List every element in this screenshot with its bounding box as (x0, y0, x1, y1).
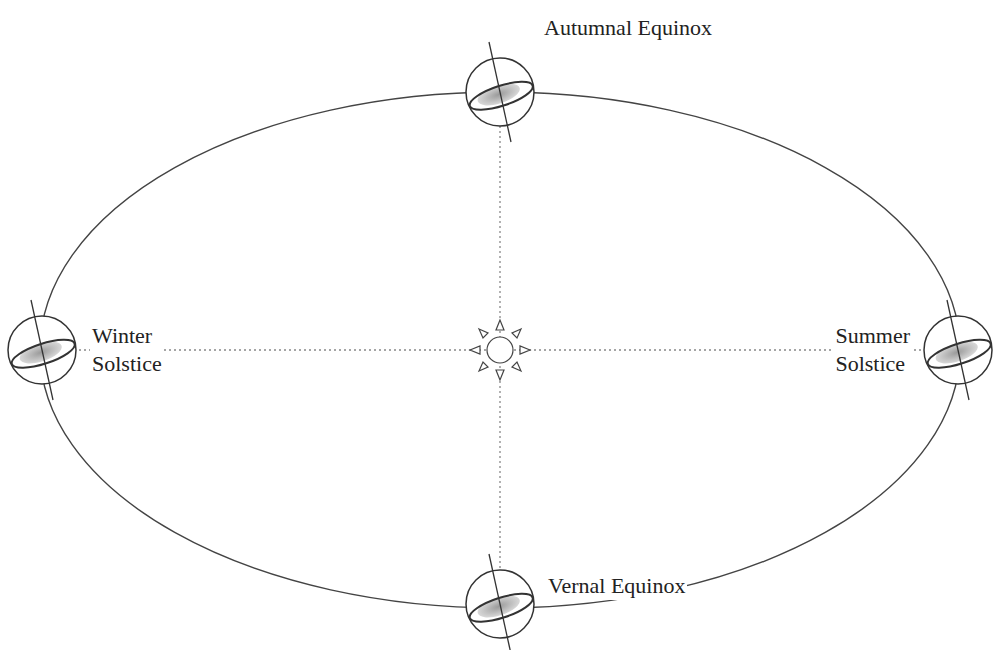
orbit-ellipse (40, 92, 960, 608)
sun-symbol (470, 320, 530, 380)
season-label: Summer Solstice (833, 322, 912, 377)
earth-globe (466, 42, 536, 142)
season-label: Winter Solstice (90, 322, 164, 377)
earth-globe (466, 554, 536, 650)
earth-globe (924, 300, 994, 400)
earth-globe (8, 300, 78, 400)
season-label: Autumnal Equinox (542, 14, 714, 42)
season-label: Vernal Equinox (546, 572, 687, 600)
